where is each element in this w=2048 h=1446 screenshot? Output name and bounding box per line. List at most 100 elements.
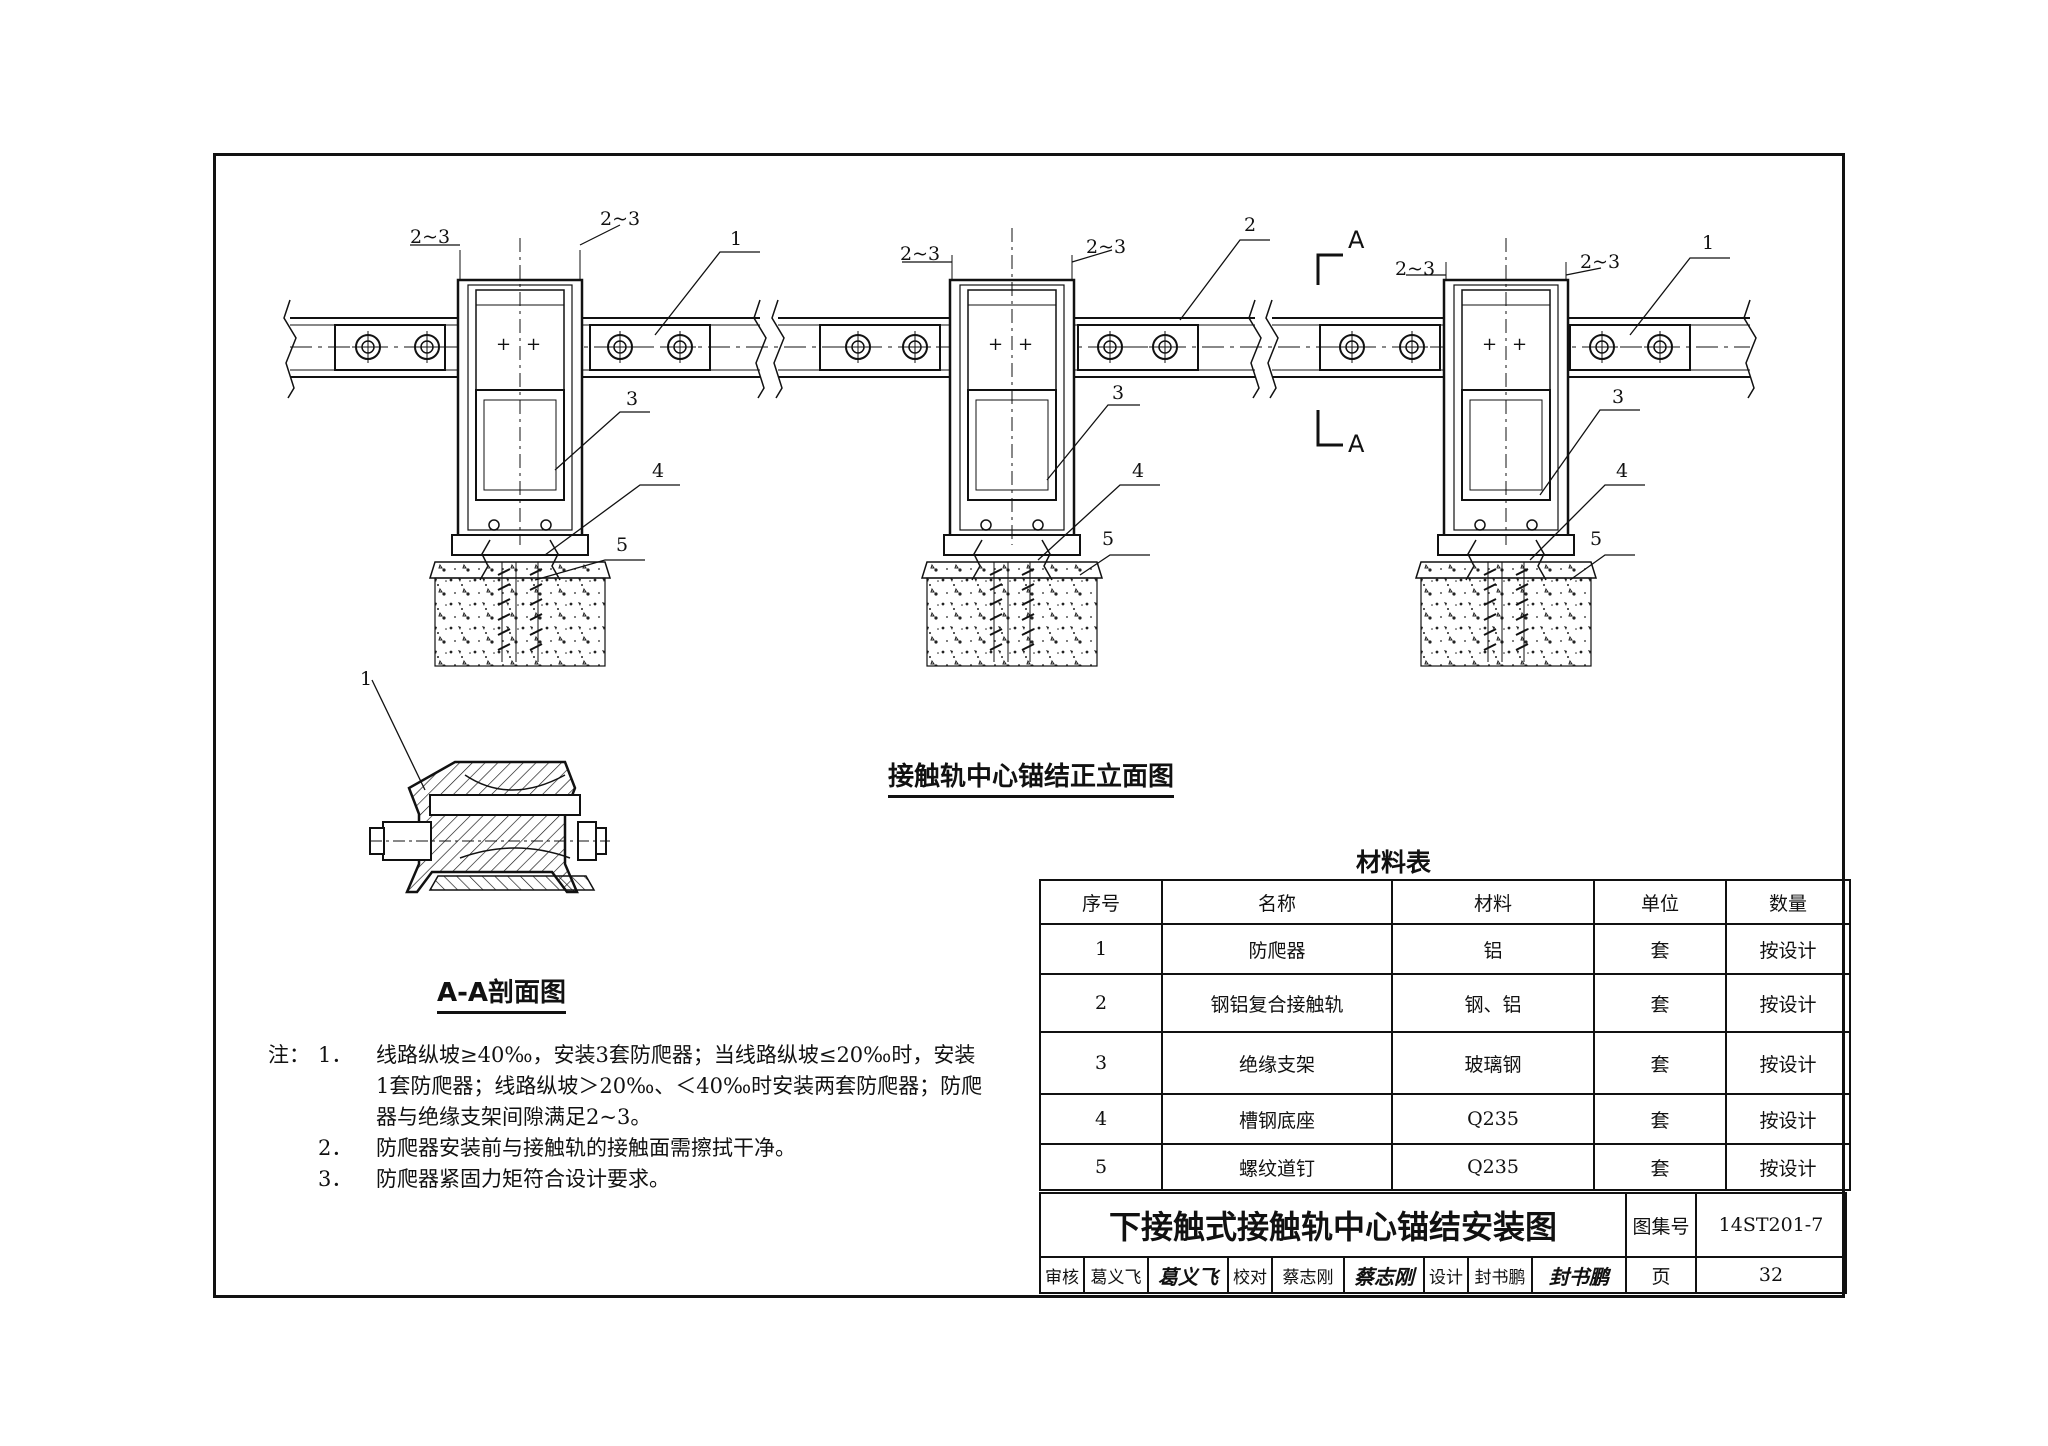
gap-dimension-left: 2~3: [900, 243, 941, 265]
review-label: 审核: [1039, 1256, 1085, 1294]
table-header-cell: 序号: [1039, 879, 1163, 925]
anchor-unit-1: + +: [410, 224, 621, 667]
table-cell: 防爬器: [1161, 923, 1393, 975]
atlas-label: 图集号: [1625, 1192, 1697, 1258]
table-cell: 按设计: [1725, 1143, 1851, 1191]
callout-number: 4: [1616, 460, 1629, 482]
section-caption: A-A剖面图: [437, 972, 567, 1014]
callout-number: 5: [1102, 528, 1115, 550]
atlas-number: 14ST201-7: [1695, 1192, 1847, 1258]
table-cell: Q235: [1391, 1143, 1595, 1191]
table-cell: 套: [1593, 1143, 1727, 1191]
callout-number: 3: [1112, 382, 1125, 404]
table-cell: 2: [1039, 973, 1163, 1033]
section-mark-label: A: [1348, 430, 1365, 458]
check-name: 蔡志刚: [1271, 1256, 1345, 1294]
gap-dimension-right: 2~3: [1580, 251, 1621, 273]
table-row: 3 绝缘支架 玻璃钢 套 按设计: [1039, 1031, 1851, 1095]
callout-number: 2: [1244, 214, 1257, 236]
table-cell: 套: [1593, 1031, 1727, 1095]
callout-number: 5: [1590, 528, 1603, 550]
table-cell: 3: [1039, 1031, 1163, 1095]
table-cell: 绝缘支架: [1161, 1031, 1393, 1095]
table-cell: Q235: [1391, 1093, 1595, 1145]
table-cell: 5: [1039, 1143, 1163, 1191]
check-label: 校对: [1227, 1256, 1273, 1294]
table-header-cell: 数量: [1725, 879, 1851, 925]
table-cell: 套: [1593, 973, 1727, 1033]
note-line: 器与绝缘支架间隙满足2~3。: [376, 1105, 652, 1129]
title-block: 下接触式接触轨中心锚结安装图 图集号 14ST201-7 审核 葛义飞 葛义飞 …: [1039, 1192, 1847, 1294]
table-cell: 钢铝复合接触轨: [1161, 973, 1393, 1033]
note-number: 3．: [318, 1167, 353, 1191]
section-mark-label: A: [1348, 226, 1365, 254]
callout-number: 4: [652, 460, 665, 482]
table-cell: 玻璃钢: [1391, 1031, 1595, 1095]
title-block-row: 审核 葛义飞 葛义飞 校对 蔡志刚 蔡志刚 设计 封书鹏 封书鹏 页 32: [1039, 1256, 1847, 1294]
table-row: 4 槽钢底座 Q235 套 按设计: [1039, 1093, 1851, 1145]
table-row: 5 螺纹道钉 Q235 套 按设计: [1039, 1143, 1851, 1191]
drawing-title: 下接触式接触轨中心锚结安装图: [1039, 1192, 1627, 1258]
callout-number: 1: [1702, 232, 1715, 254]
callout-number: 5: [616, 534, 629, 556]
review-signature: 葛义飞: [1147, 1256, 1229, 1294]
elevation-caption: 接触轨中心锚结正立面图: [888, 756, 1175, 798]
anchor-unit-2: + +: [902, 228, 1113, 667]
svg-text:+: +: [496, 334, 511, 355]
callout-number: 3: [1612, 386, 1625, 408]
table-cell: 套: [1593, 1093, 1727, 1145]
gap-dimension-left: 2~3: [410, 226, 451, 248]
callout-number: 1: [730, 228, 743, 250]
svg-text:+: +: [1482, 334, 1497, 355]
callout-number: 1: [360, 668, 373, 690]
gap-dimension-right: 2~3: [1086, 236, 1127, 258]
callout-leaders: [534, 239, 1730, 581]
table-header-cell: 名称: [1161, 879, 1393, 925]
notes-label: 注：: [268, 1043, 310, 1067]
note-line: 线路纵坡≥40‰，安装3套防爬器；当线路纵坡≤20‰时，安装: [376, 1043, 976, 1067]
table-header-cell: 材料: [1391, 879, 1595, 925]
table-cell: 按设计: [1725, 1093, 1851, 1145]
table-cell: 按设计: [1725, 973, 1851, 1033]
table-cell: 套: [1593, 923, 1727, 975]
page-label: 页: [1625, 1256, 1697, 1294]
table-cell: 螺纹道钉: [1161, 1143, 1393, 1191]
table-row: 1 防爬器 铝 套 按设计: [1039, 923, 1851, 975]
note-number: 1．: [318, 1043, 353, 1067]
table-cell: 4: [1039, 1093, 1163, 1145]
materials-table-title: 材料表: [1356, 848, 1432, 877]
materials-table: 序号 名称 材料 单位 数量 1 防爬器 铝 套 按设计 2 钢铝复合接触轨 钢…: [1039, 879, 1851, 1191]
svg-text:+: +: [1018, 334, 1033, 355]
table-header-cell: 单位: [1593, 879, 1727, 925]
note-line: 防爬器紧固力矩符合设计要求。: [376, 1167, 670, 1191]
svg-text:+: +: [526, 334, 541, 355]
table-cell: 按设计: [1725, 923, 1851, 975]
table-header-row: 序号 名称 材料 单位 数量: [1039, 879, 1851, 925]
drawing-frame: [213, 153, 1845, 1298]
design-name: 封书鹏: [1467, 1256, 1533, 1294]
check-signature: 蔡志刚: [1343, 1256, 1425, 1294]
design-label: 设计: [1423, 1256, 1469, 1294]
svg-text:+: +: [988, 334, 1003, 355]
section-aa-drawing: [369, 679, 610, 894]
gap-dimension-left: 2~3: [1395, 258, 1436, 280]
table-cell: 1: [1039, 923, 1163, 975]
review-name: 葛义飞: [1083, 1256, 1149, 1294]
table-cell: 钢、铝: [1391, 973, 1595, 1033]
note-number: 2．: [318, 1136, 353, 1160]
callout-number: 4: [1132, 460, 1145, 482]
anchor-unit-3: + +: [1406, 238, 1602, 667]
table-cell: 按设计: [1725, 1031, 1851, 1095]
callout-number: 3: [626, 388, 639, 410]
table-cell: 槽钢底座: [1161, 1093, 1393, 1145]
svg-text:+: +: [1512, 334, 1527, 355]
section-mark-aa: [1316, 253, 1343, 447]
title-block-row: 下接触式接触轨中心锚结安装图 图集号 14ST201-7: [1039, 1192, 1847, 1258]
gap-dimension-right: 2~3: [600, 208, 641, 230]
table-cell: 铝: [1391, 923, 1595, 975]
design-signature: 封书鹏: [1531, 1256, 1627, 1294]
table-row: 2 钢铝复合接触轨 钢、铝 套 按设计: [1039, 973, 1851, 1033]
note-line: 防爬器安装前与接触轨的接触面需擦拭干净。: [376, 1136, 796, 1160]
note-line: 1套防爬器；线路纵坡＞20‰、＜40‰时安装两套防爬器；防爬: [376, 1074, 983, 1098]
